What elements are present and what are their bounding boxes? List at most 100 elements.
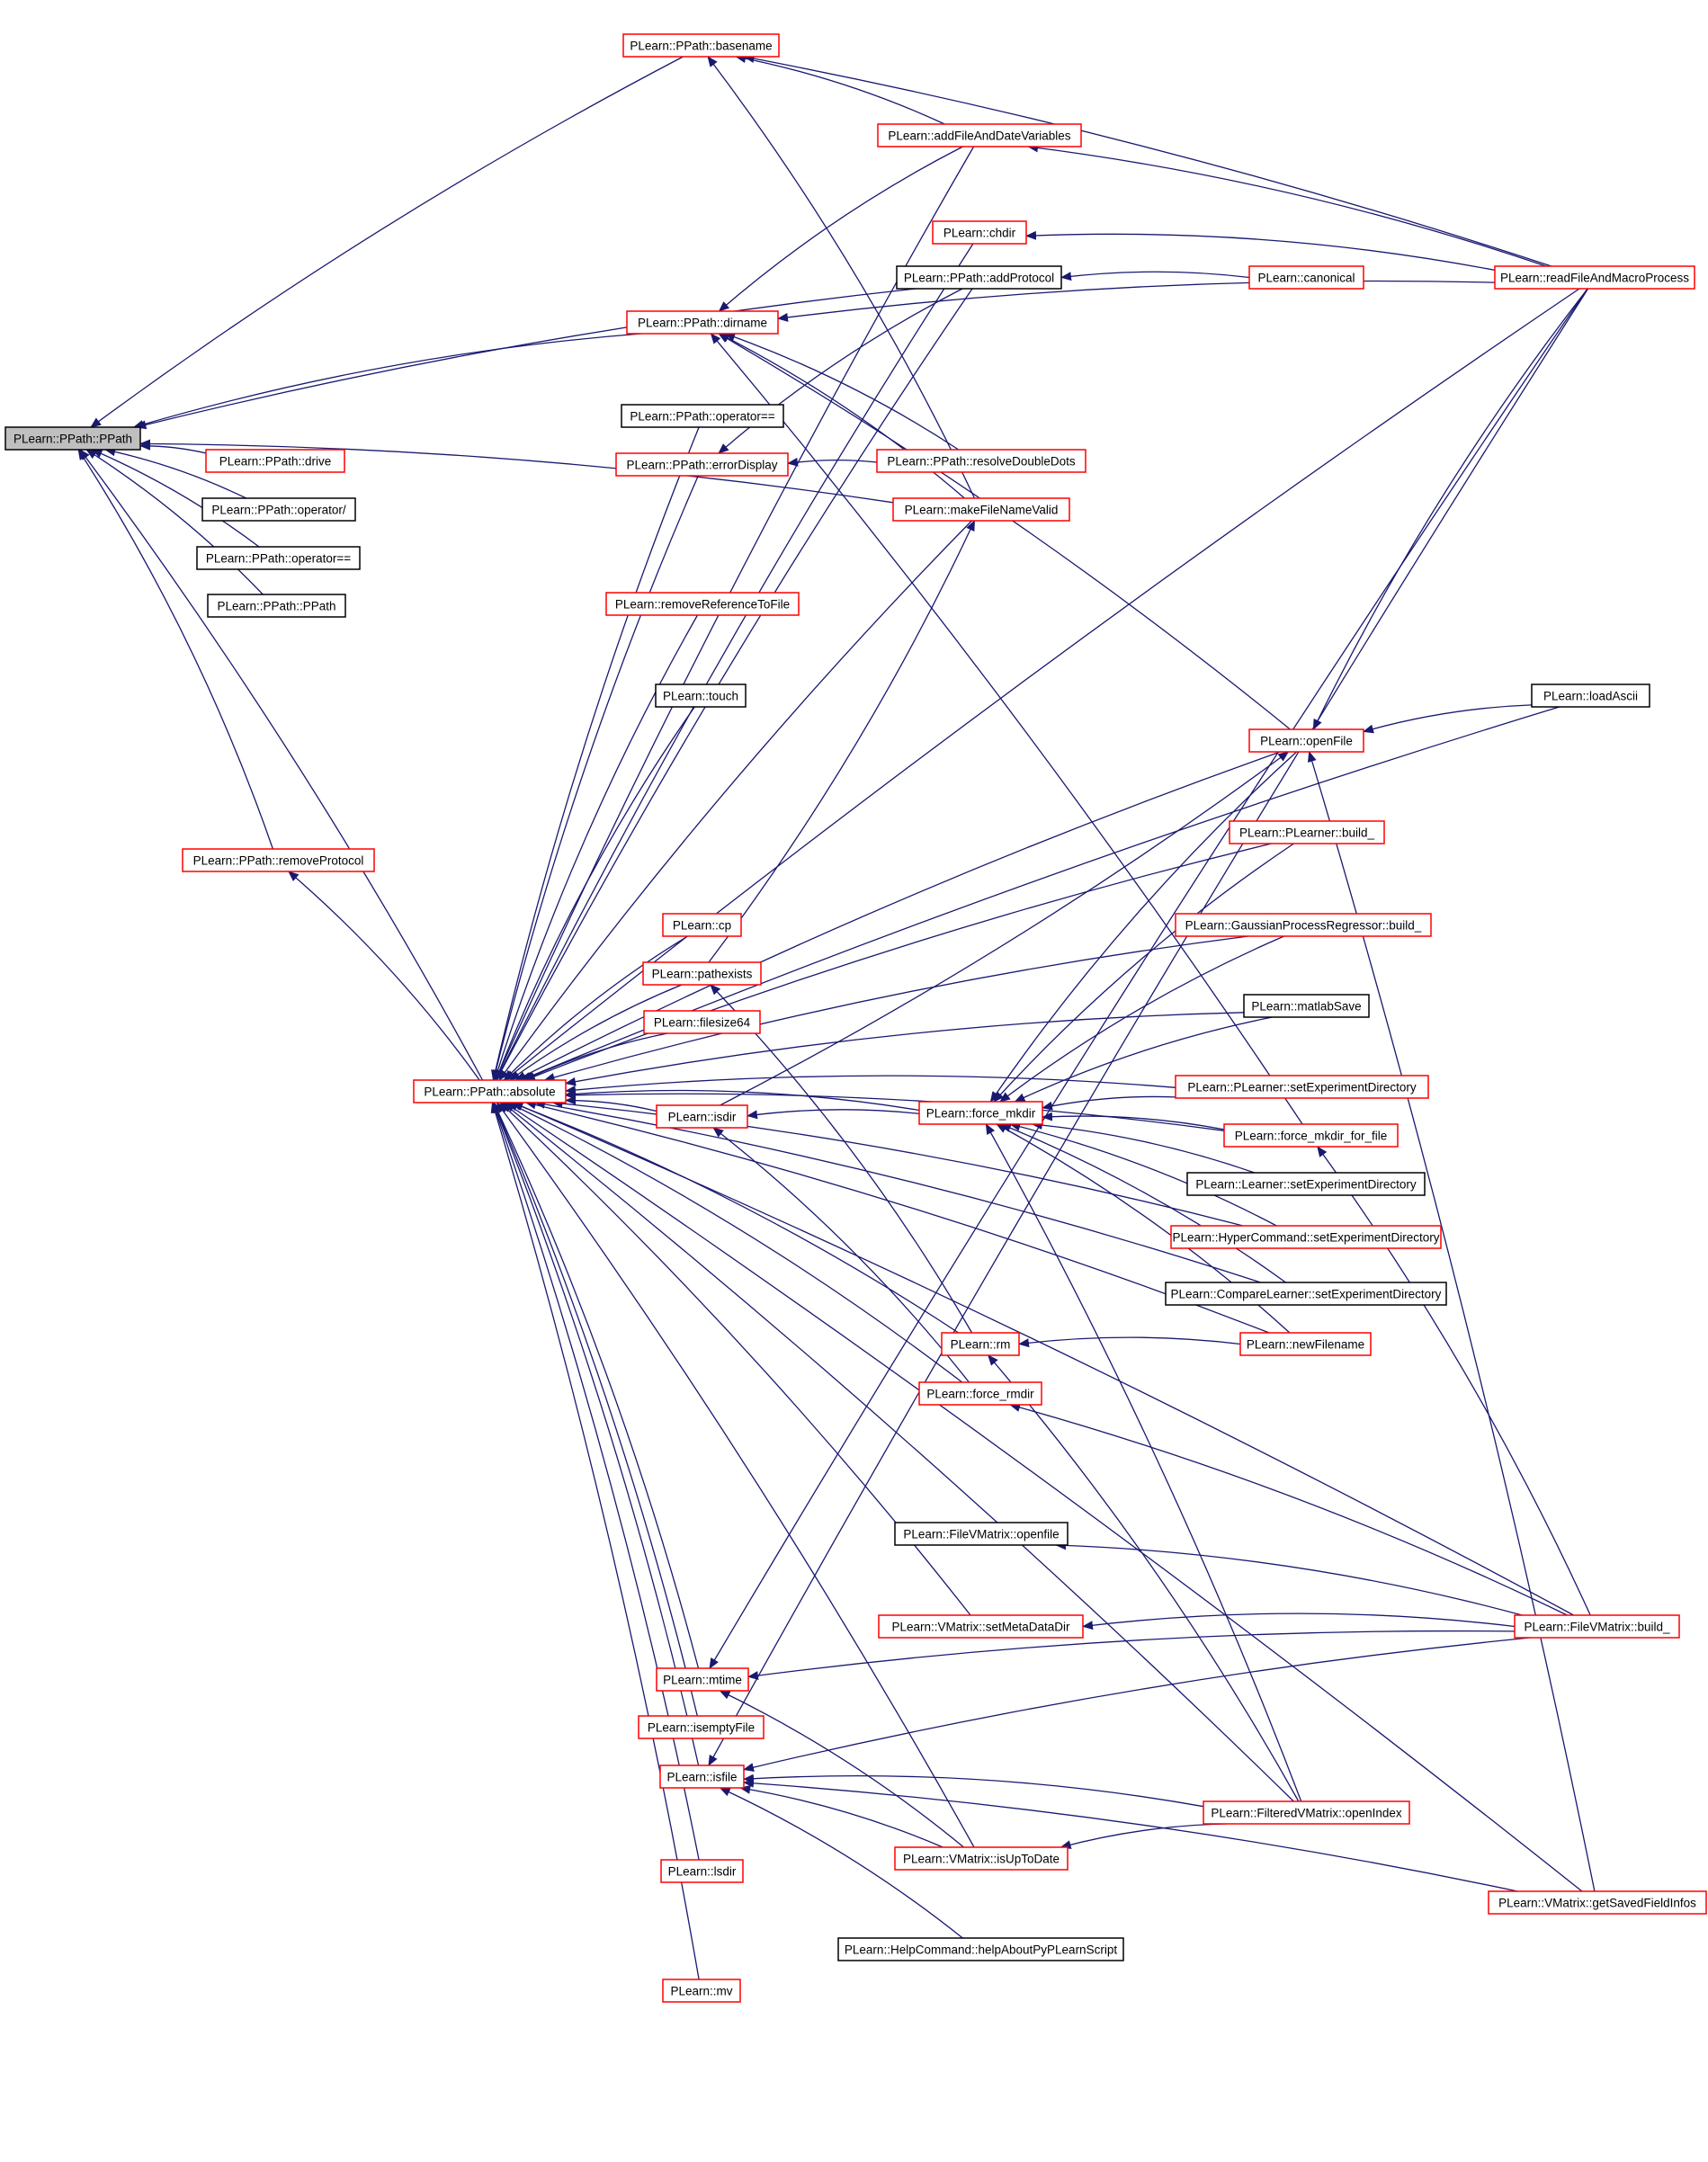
node-box[interactable] [196, 546, 361, 570]
node-box[interactable] [615, 452, 789, 477]
node-helpAbout[interactable]: PLearn::HelpCommand::helpAboutPyPLearnSc… [837, 1937, 1124, 1961]
node-ppath[interactable]: PLearn::PPath::PPath [4, 426, 141, 451]
node-box[interactable] [626, 310, 779, 335]
node-box[interactable] [1248, 265, 1364, 290]
node-pathexists[interactable]: PLearn::pathexists [642, 961, 762, 986]
node-opslash[interactable]: PLearn::PPath::operator/ [201, 497, 356, 522]
node-box[interactable] [201, 497, 356, 522]
node-lsdir[interactable]: PLearn::lsdir [660, 1859, 744, 1883]
node-box[interactable] [941, 1332, 1020, 1356]
node-box[interactable] [918, 1101, 1043, 1125]
node-readFileAndMacroProcess[interactable]: PLearn::readFileAndMacroProcess [1494, 265, 1695, 290]
node-box[interactable] [622, 33, 780, 58]
node-resolveDoubleDots[interactable]: PLearn::PPath::resolveDoubleDots [876, 449, 1087, 473]
node-rm[interactable]: PLearn::rm [941, 1332, 1020, 1356]
node-box[interactable] [1494, 265, 1695, 290]
node-isdir[interactable]: PLearn::isdir [656, 1104, 748, 1129]
node-box[interactable] [1488, 1890, 1707, 1915]
node-box[interactable] [1203, 1800, 1410, 1825]
node-box[interactable] [660, 1859, 744, 1883]
node-box[interactable] [896, 265, 1062, 290]
node-box[interactable] [659, 1764, 745, 1789]
node-opeq1[interactable]: PLearn::PPath::operator== [196, 546, 361, 570]
node-box[interactable] [837, 1937, 1124, 1961]
node-box[interactable] [876, 449, 1087, 473]
node-openIndex[interactable]: PLearn::FilteredVMatrix::openIndex [1203, 1800, 1410, 1825]
node-ppath2[interactable]: PLearn::PPath::PPath [207, 594, 346, 618]
node-mtime[interactable]: PLearn::mtime [656, 1667, 749, 1692]
node-box[interactable] [642, 961, 762, 986]
node-matlabSave[interactable]: PLearn::matlabSave [1243, 994, 1370, 1018]
node-box[interactable] [1514, 1614, 1680, 1639]
node-fvmOpenfile[interactable]: PLearn::FileVMatrix::openfile [894, 1522, 1069, 1546]
node-isfile[interactable]: PLearn::isfile [659, 1764, 745, 1789]
node-box[interactable] [207, 594, 346, 618]
node-forceMkdirForFile[interactable]: PLearn::force_mkdir_for_file [1223, 1123, 1399, 1148]
node-box[interactable] [4, 426, 141, 451]
node-compareSetExp[interactable]: PLearn::CompareLearner::setExperimentDir… [1165, 1282, 1447, 1306]
node-drive[interactable]: PLearn::PPath::drive [205, 449, 345, 473]
node-touch[interactable]: PLearn::touch [655, 683, 747, 708]
node-box[interactable] [182, 848, 375, 872]
node-box[interactable] [1531, 683, 1650, 708]
node-box[interactable] [638, 1715, 765, 1739]
node-canonical[interactable]: PLearn::canonical [1248, 265, 1364, 290]
node-box[interactable] [605, 592, 800, 616]
node-box[interactable] [1229, 820, 1385, 844]
node-makeFileNameValid[interactable]: PLearn::makeFileNameValid [892, 497, 1070, 522]
node-loadAscii[interactable]: PLearn::loadAscii [1531, 683, 1650, 708]
node-cp[interactable]: PLearn::cp [662, 913, 742, 937]
node-box[interactable] [662, 913, 742, 937]
node-box[interactable] [877, 123, 1082, 147]
node-box[interactable] [918, 1381, 1042, 1406]
node-box[interactable] [892, 497, 1070, 522]
node-plearnerBuild[interactable]: PLearn::PLearner::build_ [1229, 820, 1385, 844]
node-hyperSetExp[interactable]: PLearn::HyperCommand::setExperimentDirec… [1170, 1225, 1442, 1249]
node-errorDisplay[interactable]: PLearn::PPath::errorDisplay [615, 452, 789, 477]
node-box[interactable] [662, 1979, 741, 2003]
node-box[interactable] [1239, 1332, 1372, 1356]
node-box[interactable] [894, 1846, 1069, 1871]
node-box[interactable] [1170, 1225, 1442, 1249]
node-opeq2[interactable]: PLearn::PPath::operator== [621, 404, 784, 428]
node-setMetaDataDir[interactable]: PLearn::VMatrix::setMetaDataDir [878, 1614, 1084, 1639]
node-addProtocol[interactable]: PLearn::PPath::addProtocol [896, 265, 1062, 290]
node-forceRmdir[interactable]: PLearn::force_rmdir [918, 1381, 1042, 1406]
node-newFilename[interactable]: PLearn::newFilename [1239, 1332, 1372, 1356]
node-gprBuild[interactable]: PLearn::GaussianProcessRegressor::build_ [1175, 913, 1432, 937]
node-box[interactable] [205, 449, 345, 473]
node-plearnerSetExp[interactable]: PLearn::PLearner::setExperimentDirectory [1175, 1075, 1429, 1099]
node-box[interactable] [932, 220, 1027, 245]
node-forceMkdir[interactable]: PLearn::force_mkdir [918, 1101, 1043, 1125]
node-box[interactable] [656, 1667, 749, 1692]
node-box[interactable] [621, 404, 784, 428]
node-isUpToDate[interactable]: PLearn::VMatrix::isUpToDate [894, 1846, 1069, 1871]
node-box[interactable] [1243, 994, 1370, 1018]
node-box[interactable] [413, 1079, 567, 1103]
node-learnerSetExp[interactable]: PLearn::Learner::setExperimentDirectory [1186, 1172, 1426, 1196]
node-box[interactable] [878, 1614, 1084, 1639]
node-dirname[interactable]: PLearn::PPath::dirname [626, 310, 779, 335]
node-openFile[interactable]: PLearn::openFile [1248, 728, 1364, 753]
node-box[interactable] [1223, 1123, 1399, 1148]
node-box[interactable] [1175, 913, 1432, 937]
node-removeProtocol[interactable]: PLearn::PPath::removeProtocol [182, 848, 375, 872]
node-box[interactable] [1165, 1282, 1447, 1306]
node-box[interactable] [1186, 1172, 1426, 1196]
node-mv[interactable]: PLearn::mv [662, 1979, 741, 2003]
node-box[interactable] [656, 1104, 748, 1129]
node-box[interactable] [643, 1010, 761, 1034]
node-box[interactable] [655, 683, 747, 708]
node-isemptyFile[interactable]: PLearn::isemptyFile [638, 1715, 765, 1739]
node-box[interactable] [894, 1522, 1069, 1546]
node-box[interactable] [1175, 1075, 1429, 1099]
node-basename[interactable]: PLearn::PPath::basename [622, 33, 780, 58]
node-chdir[interactable]: PLearn::chdir [932, 220, 1027, 245]
node-fvmBuild[interactable]: PLearn::FileVMatrix::build_ [1514, 1614, 1680, 1639]
node-addFileAndDateVariables[interactable]: PLearn::addFileAndDateVariables [877, 123, 1082, 147]
node-absolute[interactable]: PLearn::PPath::absolute [413, 1079, 567, 1103]
node-removeReferenceToFile[interactable]: PLearn::removeReferenceToFile [605, 592, 800, 616]
node-box[interactable] [1248, 728, 1364, 753]
node-filesize64[interactable]: PLearn::filesize64 [643, 1010, 761, 1034]
node-getSavedFieldInfos[interactable]: PLearn::VMatrix::getSavedFieldInfos [1488, 1890, 1707, 1915]
